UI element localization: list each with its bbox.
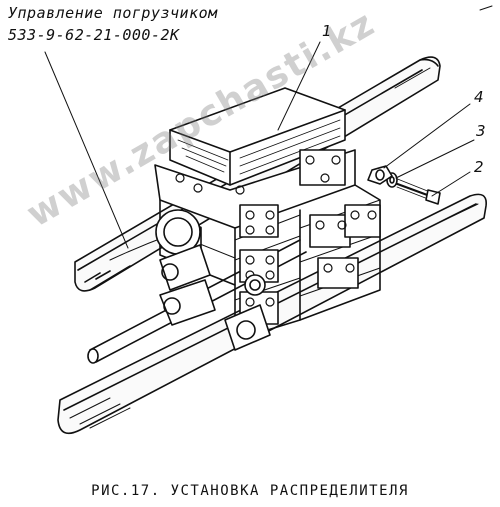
figure-caption: РИС.17. УСТАНОВКА РАСПРЕДЕЛИТЕЛЯ [91,483,409,499]
mounting-bolt [390,177,441,205]
part-number: 533-9-62-21-000-2К [8,26,180,44]
corner-mark [479,5,493,11]
diagram-title: Управление погрузчиком [8,4,218,22]
callout-1: 1 [322,22,332,40]
pipe-fittings [155,209,271,351]
callout-3: 3 [476,122,486,140]
section-blocks [164,149,381,325]
bolts [175,155,377,307]
leader-lines [44,41,475,249]
distributor-cover [169,87,346,186]
callout-4: 4 [474,88,484,106]
callout-2: 2 [474,158,484,176]
nut [367,165,393,185]
